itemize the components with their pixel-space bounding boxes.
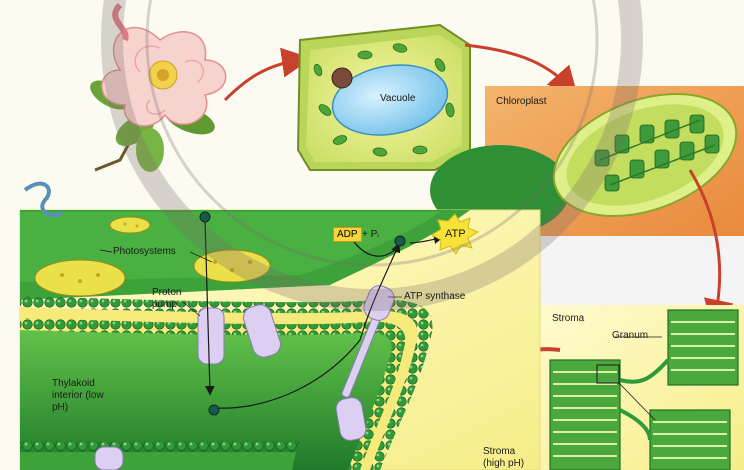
atp-label: ATP — [445, 228, 466, 240]
granum-label: Granum — [612, 330, 648, 342]
vacuole-label: Vacuole — [380, 93, 415, 105]
blank-panel — [540, 235, 744, 305]
stroma-bottom-label: Stroma (high pH) — [483, 446, 525, 470]
atp-synthase-label: ATP synthase — [404, 291, 465, 303]
adp-label: ADP — [333, 227, 362, 242]
chloroplast-label: Chloroplast — [496, 96, 547, 108]
proton-pump-label: Proton pump — [152, 287, 186, 311]
pi-label: + Pᵢ — [362, 229, 379, 241]
thylakoid-interior-label: Thylakoid interior (low pH) — [52, 378, 108, 414]
stroma-top-label: Stroma — [552, 313, 584, 325]
photosystems-label: Photosystems — [113, 246, 176, 258]
